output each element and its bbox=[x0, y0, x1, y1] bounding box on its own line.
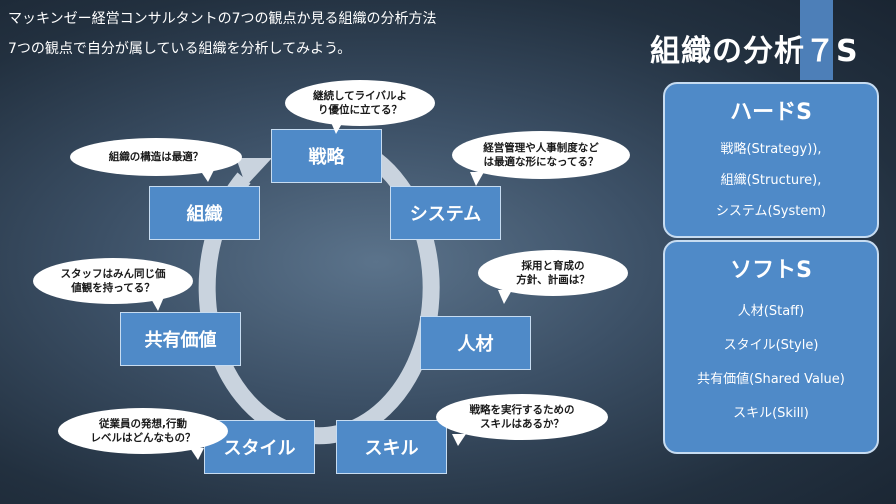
bubble-strategy-text: 継続してライバルよ り優位に立てる？ bbox=[313, 89, 407, 116]
bubble-system-text: 経営管理や人事制度など は最適な形になってる？ bbox=[483, 141, 599, 168]
list-item: 戦略(Strategy)), bbox=[720, 142, 822, 157]
bubble-staff-text: 採用と育成の 方針、計画は？ bbox=[516, 259, 590, 286]
node-staff: 人材 bbox=[420, 316, 531, 370]
bubble-shared-value: スタッフはみん同じ価 値観を持ってる？ bbox=[33, 258, 193, 304]
bubble-system: 経営管理や人事制度など は最適な形になってる？ bbox=[452, 131, 630, 179]
soft-s-list: 人材(Staff) スタイル(Style) 共有価値(Shared Value)… bbox=[665, 300, 877, 421]
subtitle-line-1: マッキンゼー経営コンサルタントの7つの観点か見る組織の分析方法 bbox=[8, 11, 437, 27]
bubble-system-tail bbox=[470, 172, 484, 186]
page-title: 組織の分析７S bbox=[650, 34, 859, 69]
bubble-staff-tail bbox=[498, 290, 512, 304]
bubble-structure: 組織の構造は最適？ bbox=[70, 138, 242, 176]
bubble-style-tail bbox=[190, 448, 204, 460]
list-item: スキル(Skill) bbox=[733, 406, 809, 421]
bubble-strategy: 継続してライバルよ り優位に立てる？ bbox=[285, 80, 435, 126]
node-skill: スキル bbox=[336, 420, 447, 474]
bubble-skill: 戦略を実行するための スキルはあるか？ bbox=[436, 394, 608, 440]
list-item: 組織(Structure), bbox=[720, 173, 822, 188]
node-structure: 組織 bbox=[149, 186, 260, 240]
bubble-style-text: 従業員の発想,行動 レベルはどんなもの？ bbox=[90, 417, 196, 444]
list-item: 共有価値(Shared Value) bbox=[697, 372, 845, 387]
bubble-strategy-tail bbox=[330, 120, 344, 134]
hard-s-list: 戦略(Strategy)), 組織(Structure), システム(Syste… bbox=[665, 138, 877, 219]
bubble-staff: 採用と育成の 方針、計画は？ bbox=[478, 250, 628, 296]
soft-s-card: ソフトS 人材(Staff) スタイル(Style) 共有価値(Shared V… bbox=[663, 240, 879, 454]
hard-s-title: ハードS bbox=[730, 100, 812, 125]
list-item: システム(System) bbox=[715, 204, 827, 219]
bubble-style: 従業員の発想,行動 レベルはどんなもの？ bbox=[58, 408, 228, 454]
bubble-skill-text: 戦略を実行するための スキルはあるか？ bbox=[469, 403, 575, 430]
hard-s-card: ハードS 戦略(Strategy)), 組織(Structure), システム(… bbox=[663, 82, 879, 238]
subtitle-line-2: 7つの観点で自分が属している組織を分析してみよう。 bbox=[8, 41, 352, 57]
bubble-structure-tail bbox=[200, 170, 214, 182]
node-system: システム bbox=[390, 186, 501, 240]
node-strategy: 戦略 bbox=[271, 129, 382, 183]
bubble-structure-text: 組織の構造は最適？ bbox=[108, 150, 204, 163]
title-accent-bar bbox=[800, 0, 833, 80]
bubble-shared-value-tail bbox=[150, 297, 164, 311]
node-shared-value: 共有価値 bbox=[120, 312, 241, 366]
bubble-shared-value-text: スタッフはみん同じ価 値観を持ってる？ bbox=[60, 267, 166, 294]
soft-s-title: ソフトS bbox=[730, 258, 812, 283]
cycle-arrow-head bbox=[236, 158, 272, 186]
list-item: スタイル(Style) bbox=[723, 338, 819, 353]
bubble-skill-tail bbox=[452, 434, 466, 446]
list-item: 人材(Staff) bbox=[737, 304, 805, 319]
